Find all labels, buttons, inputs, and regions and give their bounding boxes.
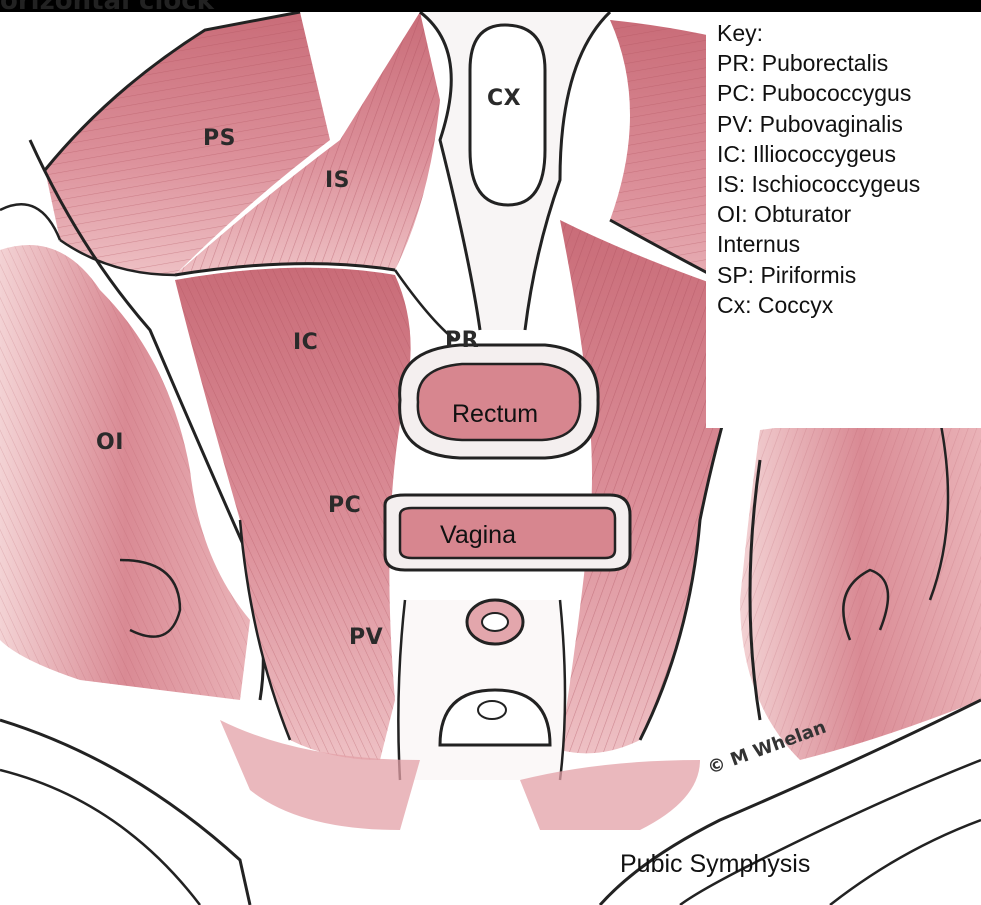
label-cx: CX xyxy=(487,86,521,111)
label-pr: PR xyxy=(445,328,479,353)
key-entry: Internus xyxy=(706,229,981,259)
key-entry: SP: Piriformis xyxy=(706,260,981,290)
urethra-shape xyxy=(467,600,523,644)
label-oi: OI xyxy=(96,430,124,455)
obturator-internus-right-shape xyxy=(740,400,981,760)
label-pc: PC xyxy=(328,493,361,518)
label-rectum: Rectum xyxy=(452,400,538,429)
key-entry: IS: Ischiococcygeus xyxy=(706,169,981,199)
label-ps: PS xyxy=(203,126,236,151)
key-entry: PV: Pubovaginalis xyxy=(706,109,981,139)
key-entry: Cx: Coccyx xyxy=(706,290,981,320)
key-legend: Key: PR: Puborectalis PC: Pubococcygus P… xyxy=(706,18,981,428)
clipped-heading: orizontal clock xyxy=(0,0,214,16)
label-pv: PV xyxy=(349,625,383,650)
key-entry: OI: Obturator xyxy=(706,199,981,229)
key-entry: PR: Puborectalis xyxy=(706,48,981,78)
key-entry: IC: Illiococcygeus xyxy=(706,139,981,169)
label-ic: IC xyxy=(293,330,318,355)
label-pubic-symphysis: Pubic Symphysis xyxy=(620,850,810,879)
key-entry: PC: Pubococcygus xyxy=(706,78,981,108)
label-is: IS xyxy=(325,168,350,193)
key-title: Key: xyxy=(706,18,981,48)
label-vagina: Vagina xyxy=(440,521,516,550)
